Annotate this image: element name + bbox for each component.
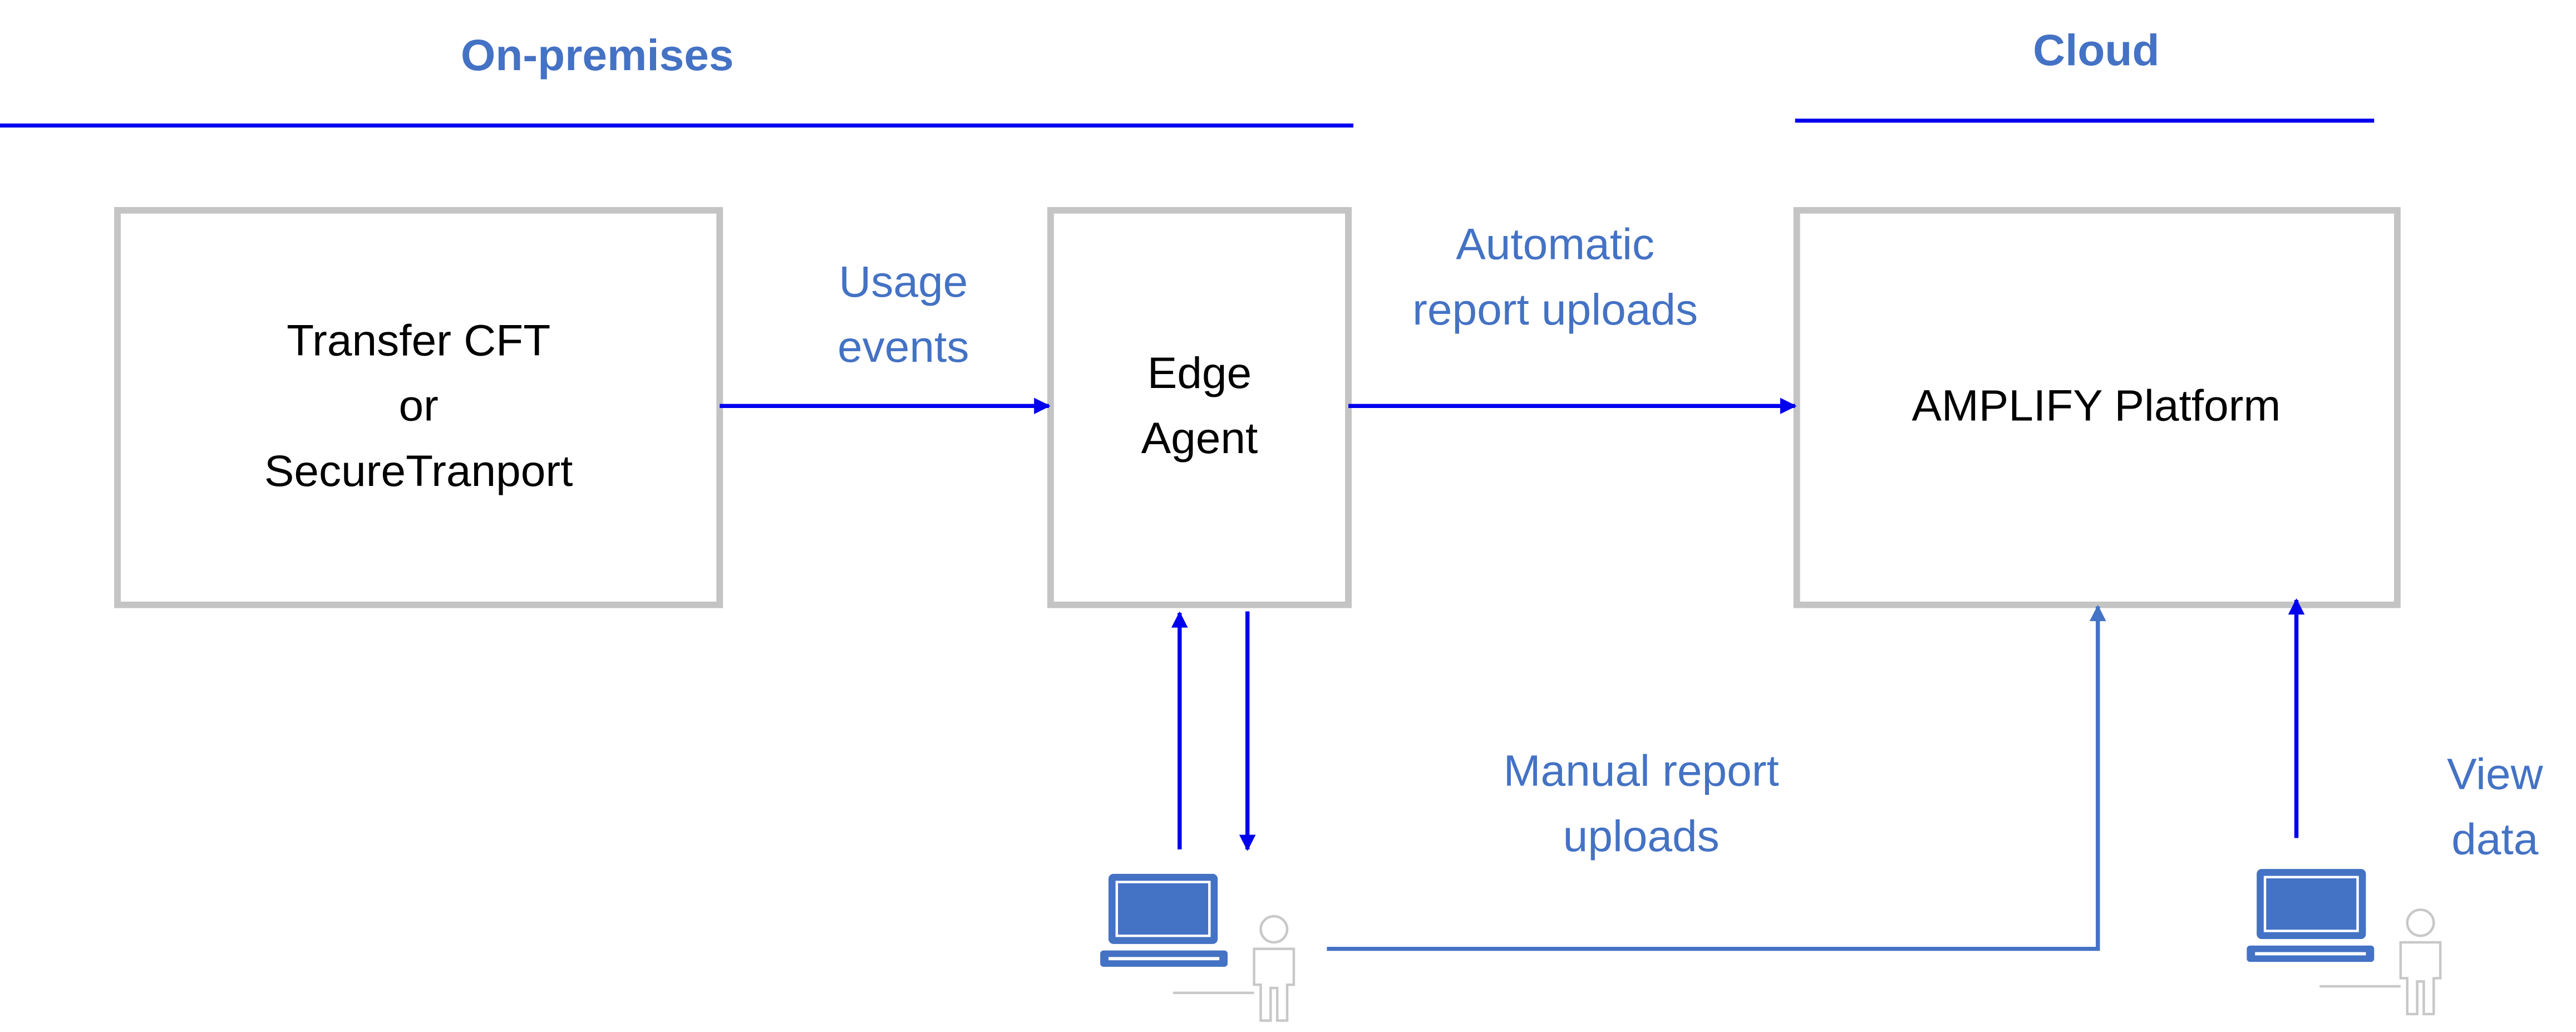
laptop-icon [1100, 873, 1228, 967]
amplify-platform-label: AMPLIFY Platform [1912, 381, 2281, 430]
view-data-label-line-2: data [2451, 814, 2539, 863]
transfer-node-line-2: or [398, 381, 438, 430]
amplify-platform-node: AMPLIFY Platform [1793, 207, 2401, 608]
automatic-uploads-label-line-1: Automatic [1456, 219, 1654, 268]
viewer-user-icon [2247, 869, 2442, 1015]
automatic-uploads-label-line-2: report uploads [1412, 284, 1698, 333]
manual-uploads-label-line-1: Manual report [1504, 746, 1779, 795]
edge-agent-node: Edge Agent [1047, 207, 1352, 608]
edge-agent-line-2: Agent [1141, 414, 1258, 463]
laptop-icon [2247, 869, 2375, 962]
view-data-label-line-1: View [2447, 749, 2543, 798]
manual-uploads-label-line-2: uploads [1563, 811, 1720, 860]
person-icon [1173, 915, 1296, 1022]
zone-title-cloud: Cloud [2033, 26, 2159, 75]
usage-events-label-line-2: events [838, 322, 969, 371]
person-icon [2319, 908, 2442, 1015]
transfer-cft-node: Transfer CFT or SecureTranport [114, 207, 723, 608]
manual-uploads-arrow [1327, 605, 2106, 951]
edge-agent-line-1: Edge [1147, 348, 1252, 397]
transfer-node-line-1: Transfer CFT [287, 316, 550, 365]
transfer-node-line-3: SecureTranport [264, 446, 573, 495]
zone-title-on-premises: On-premises [461, 30, 734, 79]
admin-user-icon [1100, 873, 1296, 1022]
usage-events-label-line-1: Usage [839, 257, 968, 306]
